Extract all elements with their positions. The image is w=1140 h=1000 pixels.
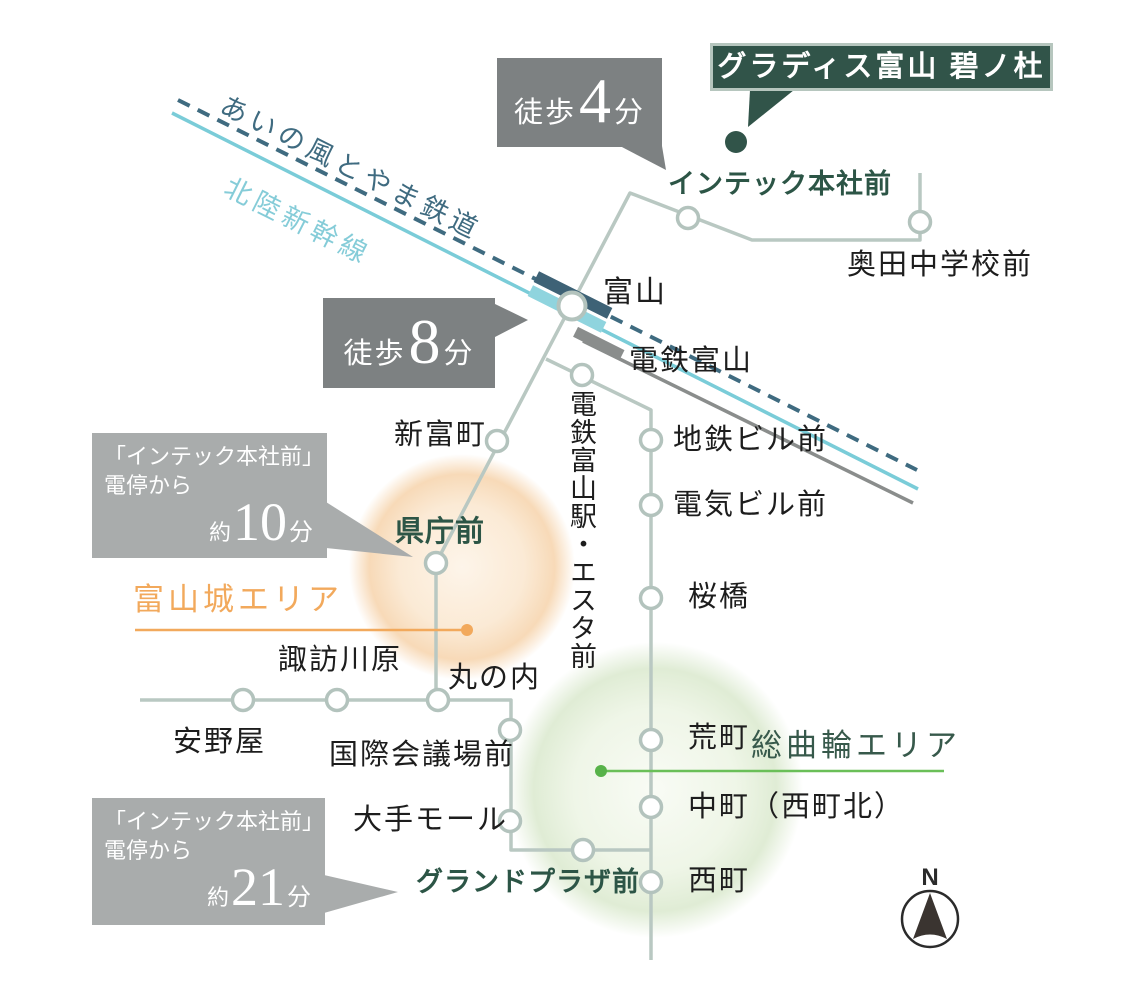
station-label-grand-plaza-mae: グランドプラザ前 — [416, 867, 640, 897]
station-marker-suwanokawara — [324, 687, 350, 713]
toyama-castle-area-label: 富山城エリア — [133, 582, 343, 617]
box10-approx: 約 — [208, 520, 231, 546]
station-label-yasunoya: 安野屋 — [173, 726, 267, 758]
station-label-nishicho: 西町 — [688, 865, 751, 897]
station-marker-kokusai-kaigijo-mae — [497, 717, 523, 743]
box21-tail — [324, 875, 398, 913]
walk4-badge-tail — [620, 146, 666, 170]
box21-approx: 約 — [206, 885, 229, 911]
walk-8min-unit: 分 — [443, 338, 475, 370]
station-label-dentetsu-toyama: 電鉄富山 — [629, 345, 754, 377]
station-label-shintomicho: 新富町 — [394, 419, 488, 451]
box10-unit: 分 — [289, 520, 313, 547]
walk-4min-prefix: 徒歩 — [513, 97, 576, 129]
walk-8min-value: 8 — [408, 306, 441, 377]
station-label-denki-biru-mae: 電気ビル前 — [673, 489, 829, 521]
toyama-castle-area-dot — [461, 624, 473, 636]
station-marker-shintomicho — [484, 428, 510, 454]
box21-line2: 電停から — [104, 837, 193, 863]
tram-time-box-10min: 「インテック本社前」 電停から 約10分 — [92, 433, 327, 558]
station-marker-yasunoya — [230, 687, 256, 713]
box21-line1: 「インテック本社前」 — [104, 809, 325, 834]
box10-line2: 電停から — [104, 472, 193, 498]
walk-8min-prefix: 徒歩 — [343, 338, 406, 370]
station-marker-nakamachi — [638, 794, 664, 820]
station-label-esta-mae: 電鉄富山駅・エスタ前 — [566, 390, 596, 670]
box10-tail — [326, 502, 413, 557]
box10-value: 10 — [233, 492, 287, 553]
box21-time: 約21分 — [104, 860, 313, 927]
compass-needle-icon — [913, 893, 947, 939]
station-label-intec-honsha-mae: インテック本社前 — [668, 169, 892, 199]
station-markers — [230, 205, 933, 895]
station-marker-kencho-mae — [423, 550, 449, 576]
station-marker-nishicho — [638, 869, 664, 895]
station-label-toyama: 富山 — [603, 276, 667, 309]
sogawa-area-label: 総曲輪エリア — [751, 728, 961, 763]
dentetsu-toyama-station-rect — [573, 326, 625, 361]
walk-4min-value: 4 — [579, 65, 611, 136]
property-badge-tail — [748, 90, 794, 127]
property-location-dot — [725, 131, 747, 153]
station-label-otemall: 大手モール — [353, 804, 509, 836]
toyama-castle-area-glow — [349, 454, 575, 680]
station-marker-denki-biru-mae — [638, 492, 664, 518]
station-label-chitetsu-biru-mae: 地鉄ビル前 — [673, 424, 829, 456]
sogawa-area-glow — [507, 642, 803, 938]
station-label-sakurabashi: 桜橋 — [688, 581, 751, 613]
station-label-nakamachi: 中町（西町北） — [688, 791, 906, 823]
dentetsu-railway-line — [582, 339, 914, 505]
sogawa-area-dot — [595, 765, 607, 777]
box10-time: 約10分 — [104, 495, 315, 562]
tram-time-box-21min: 「インテック本社前」 電停から 約21分 — [92, 798, 325, 925]
station-label-aramachi: 荒町 — [688, 722, 751, 754]
station-marker-esta-mae — [569, 362, 595, 388]
station-marker-grand-plaza-mae — [570, 837, 596, 863]
station-marker-marunouchi — [425, 687, 451, 713]
walk8-badge-tail — [495, 304, 528, 337]
box21-value: 21 — [231, 857, 285, 918]
box10-line1: 「インテック本社前」 — [104, 444, 325, 469]
box21-unit: 分 — [287, 885, 311, 912]
compass-north-label: N — [921, 864, 939, 891]
station-label-suwanokawara: 諏訪川原 — [278, 644, 403, 676]
ainokaze-railway-line — [177, 98, 918, 472]
station-label-okuda-chugakko-mae: 奥田中学校前 — [847, 249, 1034, 281]
station-marker-chitetsu-biru-mae — [638, 427, 664, 453]
property-name-badge: グラディス富山 碧ノ杜 — [710, 43, 1053, 91]
station-label-kokusai-kaigijo-mae: 国際会議場前 — [329, 739, 516, 771]
walk-4min-unit: 分 — [614, 97, 646, 129]
station-marker-aramachi — [638, 727, 664, 753]
station-label-marunouchi: 丸の内 — [448, 662, 542, 694]
station-marker-okuda-chugakko-mae — [907, 209, 933, 235]
station-marker-otemall — [497, 808, 523, 834]
station-marker-sakurabashi — [638, 585, 664, 611]
station-label-kencho-mae: 県庁前 — [395, 516, 486, 548]
station-marker-toyama — [556, 290, 588, 322]
station-marker-intec-honsha-mae — [675, 205, 701, 231]
